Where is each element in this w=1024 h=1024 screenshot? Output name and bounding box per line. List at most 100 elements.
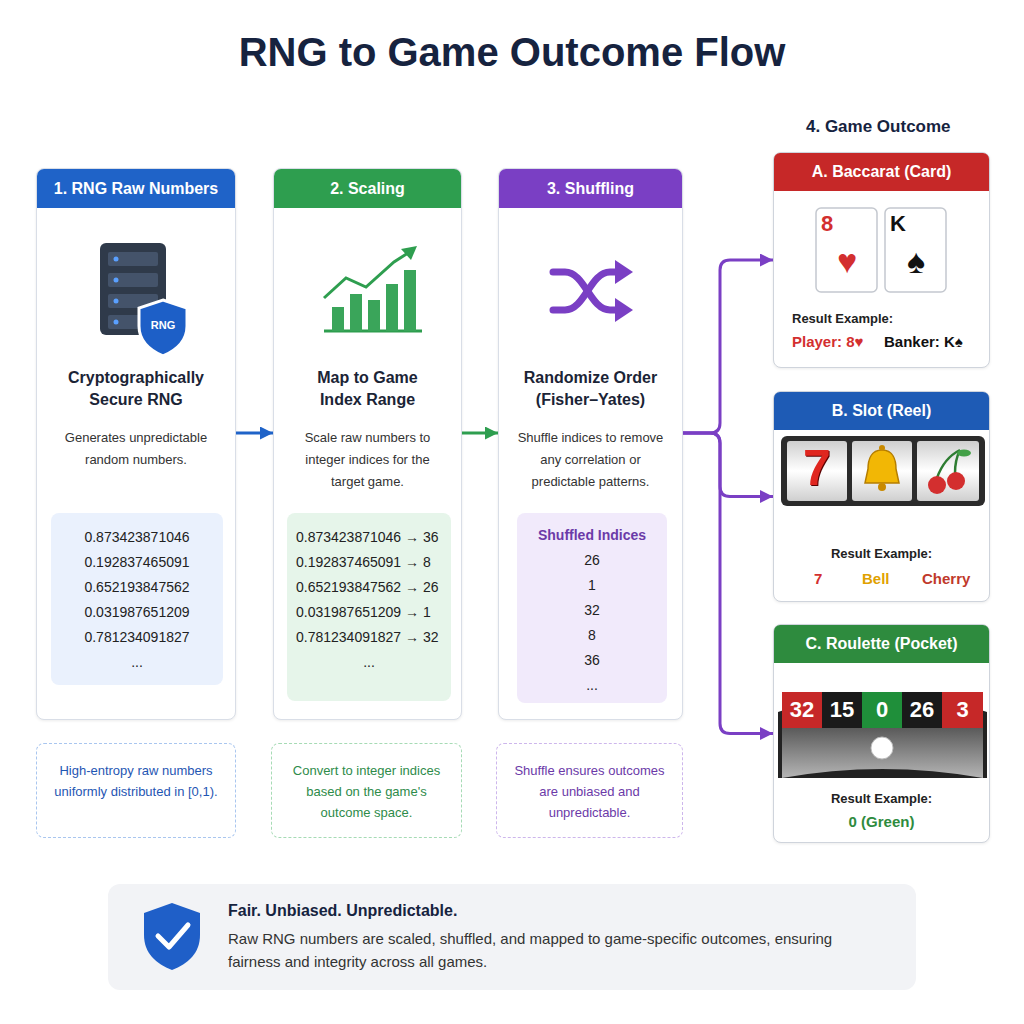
shield-icon xyxy=(144,903,200,970)
shuffle-icon xyxy=(553,260,633,322)
bell-clapper xyxy=(878,483,886,491)
server-icon xyxy=(100,243,187,356)
box-heading: 2. Scaling xyxy=(274,169,461,208)
box-text: 32 xyxy=(517,600,667,620)
box-heading: B. Slot (Reel) xyxy=(774,392,989,430)
note-box: Shuffle ensures outcomes are unbiased an… xyxy=(496,743,683,838)
pocket-number: 32 xyxy=(782,697,822,723)
box-text: 0.781234091827 → 32 xyxy=(296,627,451,647)
server-led xyxy=(114,299,119,304)
outcome-card: A. Baccarat (Card) Result Example: Player:… xyxy=(773,152,990,368)
box-text: ... xyxy=(287,652,451,672)
mapping-list: 0.873423871046 → 36 0.192837465091 → 8 0.6… xyxy=(287,513,451,701)
box-text: 0.031987651209 xyxy=(51,602,223,622)
pocket-green xyxy=(862,692,902,728)
process-column: 2. ScalingMap to Game Index RangeScale r… xyxy=(273,168,462,720)
chart-bar xyxy=(350,294,362,331)
note-box: High-entropy raw numbers uniformly distr… xyxy=(36,743,236,838)
bell-knob xyxy=(879,445,885,451)
flow-arrow xyxy=(683,433,773,497)
server-slot xyxy=(108,252,158,266)
box-text: Map to Game Index Range xyxy=(304,367,431,411)
box-text: 0.652193847562 xyxy=(51,577,223,597)
box-text: 7 xyxy=(814,570,822,587)
pocket-number: 15 xyxy=(822,697,862,723)
box-text: 0.781234091827 xyxy=(51,627,223,647)
box-text: Randomize Order (Fisher–Yates) xyxy=(511,367,670,411)
box-text: Result Example: xyxy=(774,791,989,806)
chart-icon xyxy=(324,246,422,331)
card-suit: ♠ xyxy=(895,242,937,281)
box-heading: Fair. Unbiased. Unpredictable. xyxy=(228,902,457,920)
box-text: Scale raw numbers to integer indices for… xyxy=(288,427,447,493)
box-text: 26 xyxy=(517,550,667,570)
server-led xyxy=(114,278,119,283)
box-text: Cryptographically Secure RNG xyxy=(49,367,223,411)
check-shield xyxy=(144,903,200,970)
reel-symbol: 7 xyxy=(787,440,847,496)
roulette-wheel xyxy=(778,692,987,778)
box-text: 0.652193847562 → 26 xyxy=(296,577,451,597)
box-text: Result Example: xyxy=(774,546,989,561)
box-heading: High-entropy raw numbers uniformly distr… xyxy=(53,760,219,802)
box-heading: 3. Shuffling xyxy=(499,169,682,208)
cherry-leaf xyxy=(957,450,971,457)
bell-symbol xyxy=(865,450,899,483)
wheel-bowl xyxy=(782,728,983,778)
box-text: Cherry xyxy=(922,570,970,587)
shield-icon xyxy=(139,300,187,356)
cherry-symbol xyxy=(947,472,965,490)
summary-box: Fair. Unbiased. Unpredictable. Raw RNG nu… xyxy=(108,884,916,990)
chart-bar xyxy=(404,270,416,331)
box-text: 36 xyxy=(517,650,667,670)
box-text: Raw RNG numbers are scaled, shuffled, an… xyxy=(228,927,876,973)
pocket-red xyxy=(782,692,822,728)
box-heading: Shuffle ensures outcomes are unbiased an… xyxy=(513,760,666,823)
chart-bar xyxy=(368,300,380,331)
box-heading: 0.873423871046 → 36 xyxy=(296,527,451,547)
box-text: 0 (Green) xyxy=(774,813,989,830)
flow-arrow xyxy=(683,433,773,734)
pocket-number: 26 xyxy=(902,697,942,723)
box-text: Result Example: xyxy=(792,311,893,326)
cherry-symbol xyxy=(928,476,946,494)
slot-reel xyxy=(852,441,912,501)
pocket-black xyxy=(902,692,942,728)
shuffle-stroke xyxy=(553,272,618,310)
slot-reel xyxy=(787,441,847,501)
box-heading: C. Roulette (Pocket) xyxy=(774,625,989,663)
box-text: Player: 8♥ xyxy=(792,333,863,350)
card-rank: K xyxy=(890,211,906,237)
server-led xyxy=(114,257,119,262)
slot-reel xyxy=(917,441,979,501)
slot-reels xyxy=(781,436,985,506)
server-led xyxy=(114,320,119,325)
pocket-red xyxy=(942,692,983,728)
shuffle-stroke xyxy=(553,272,618,310)
pocket-number: 3 xyxy=(942,697,983,723)
box-text: 1 xyxy=(517,575,667,595)
box-text: ... xyxy=(51,652,223,672)
slot-frame xyxy=(781,436,985,506)
box-text: 0.192837465091 → 8 xyxy=(296,552,451,572)
box-text: 8 xyxy=(517,625,667,645)
process-column: 3. ShufflingRandomize Order (Fisher–Yate… xyxy=(498,168,683,720)
icon-text: RNG xyxy=(143,319,183,331)
box-heading: A. Baccarat (Card) xyxy=(774,153,989,191)
box-heading: 0.873423871046 xyxy=(51,527,223,547)
playing-card xyxy=(885,208,946,292)
flow-arrow xyxy=(462,432,498,435)
roulette-ball xyxy=(871,737,893,759)
card-suit: ♥ xyxy=(826,242,868,281)
box-heading: Convert to integer indices based on the … xyxy=(288,760,445,823)
trend-arrowhead xyxy=(401,246,417,260)
chart-bar xyxy=(386,284,398,331)
note-box: Convert to integer indices based on the … xyxy=(271,743,462,838)
flow-arrow xyxy=(683,260,773,433)
trend-line xyxy=(324,253,408,298)
box-text: Generates unpredictable random numbers. xyxy=(51,427,221,471)
number-list: 0.8734238710460.1928374650910.6521938475… xyxy=(51,513,223,685)
